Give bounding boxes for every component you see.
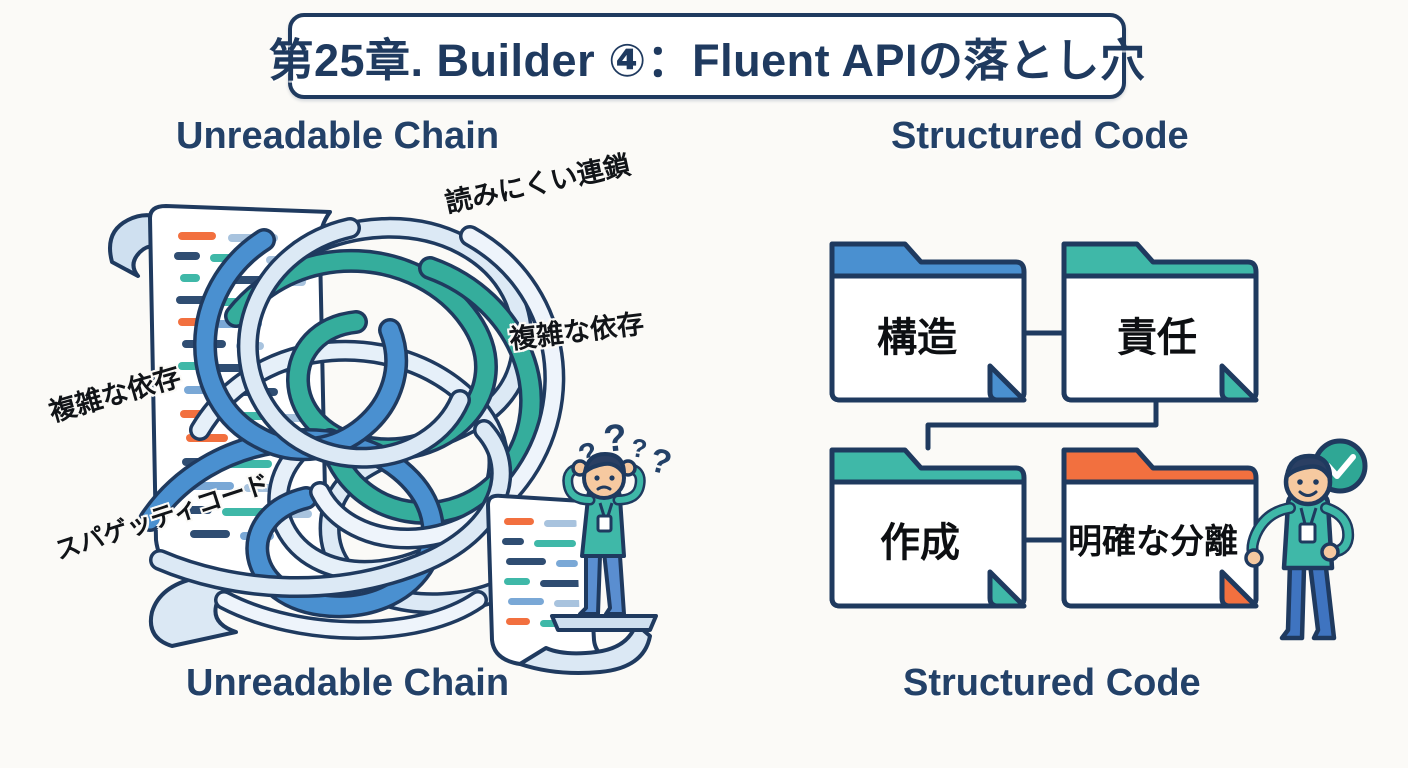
page-title: 第25章. Builder ④：Fluent APIの落とし穴: [268, 34, 1146, 86]
left-panel-caption: Unreadable Chain: [186, 662, 510, 704]
folder-structure[interactable]: [829, 241, 1027, 403]
title-box: 第25章. Builder ④：Fluent APIの落とし穴: [269, 13, 1145, 99]
folder-label-responsibility: 責任: [1117, 316, 1197, 360]
right-panel-heading: Structured Code: [891, 115, 1189, 157]
svg-text:?: ?: [629, 432, 649, 464]
code-lines-bottom: [502, 518, 584, 627]
confused-person: ? ? ? ?: [550, 417, 675, 632]
right-panel-caption: Structured Code: [903, 662, 1201, 704]
folder-connectors: [925, 330, 1159, 543]
folder-creation[interactable]: [829, 447, 1027, 609]
folder-clear-separation[interactable]: [1061, 447, 1259, 609]
folder-label-structure: 構造: [877, 316, 957, 360]
left-panel-heading: Unreadable Chain: [176, 115, 500, 157]
confident-person: [1244, 438, 1368, 641]
tangled-ribbons: [138, 216, 566, 640]
folder-label-creation: 作成: [880, 521, 960, 565]
folder-responsibility[interactable]: [1061, 241, 1259, 403]
folder-label-clear-separation: 明確な分離: [1068, 523, 1238, 561]
